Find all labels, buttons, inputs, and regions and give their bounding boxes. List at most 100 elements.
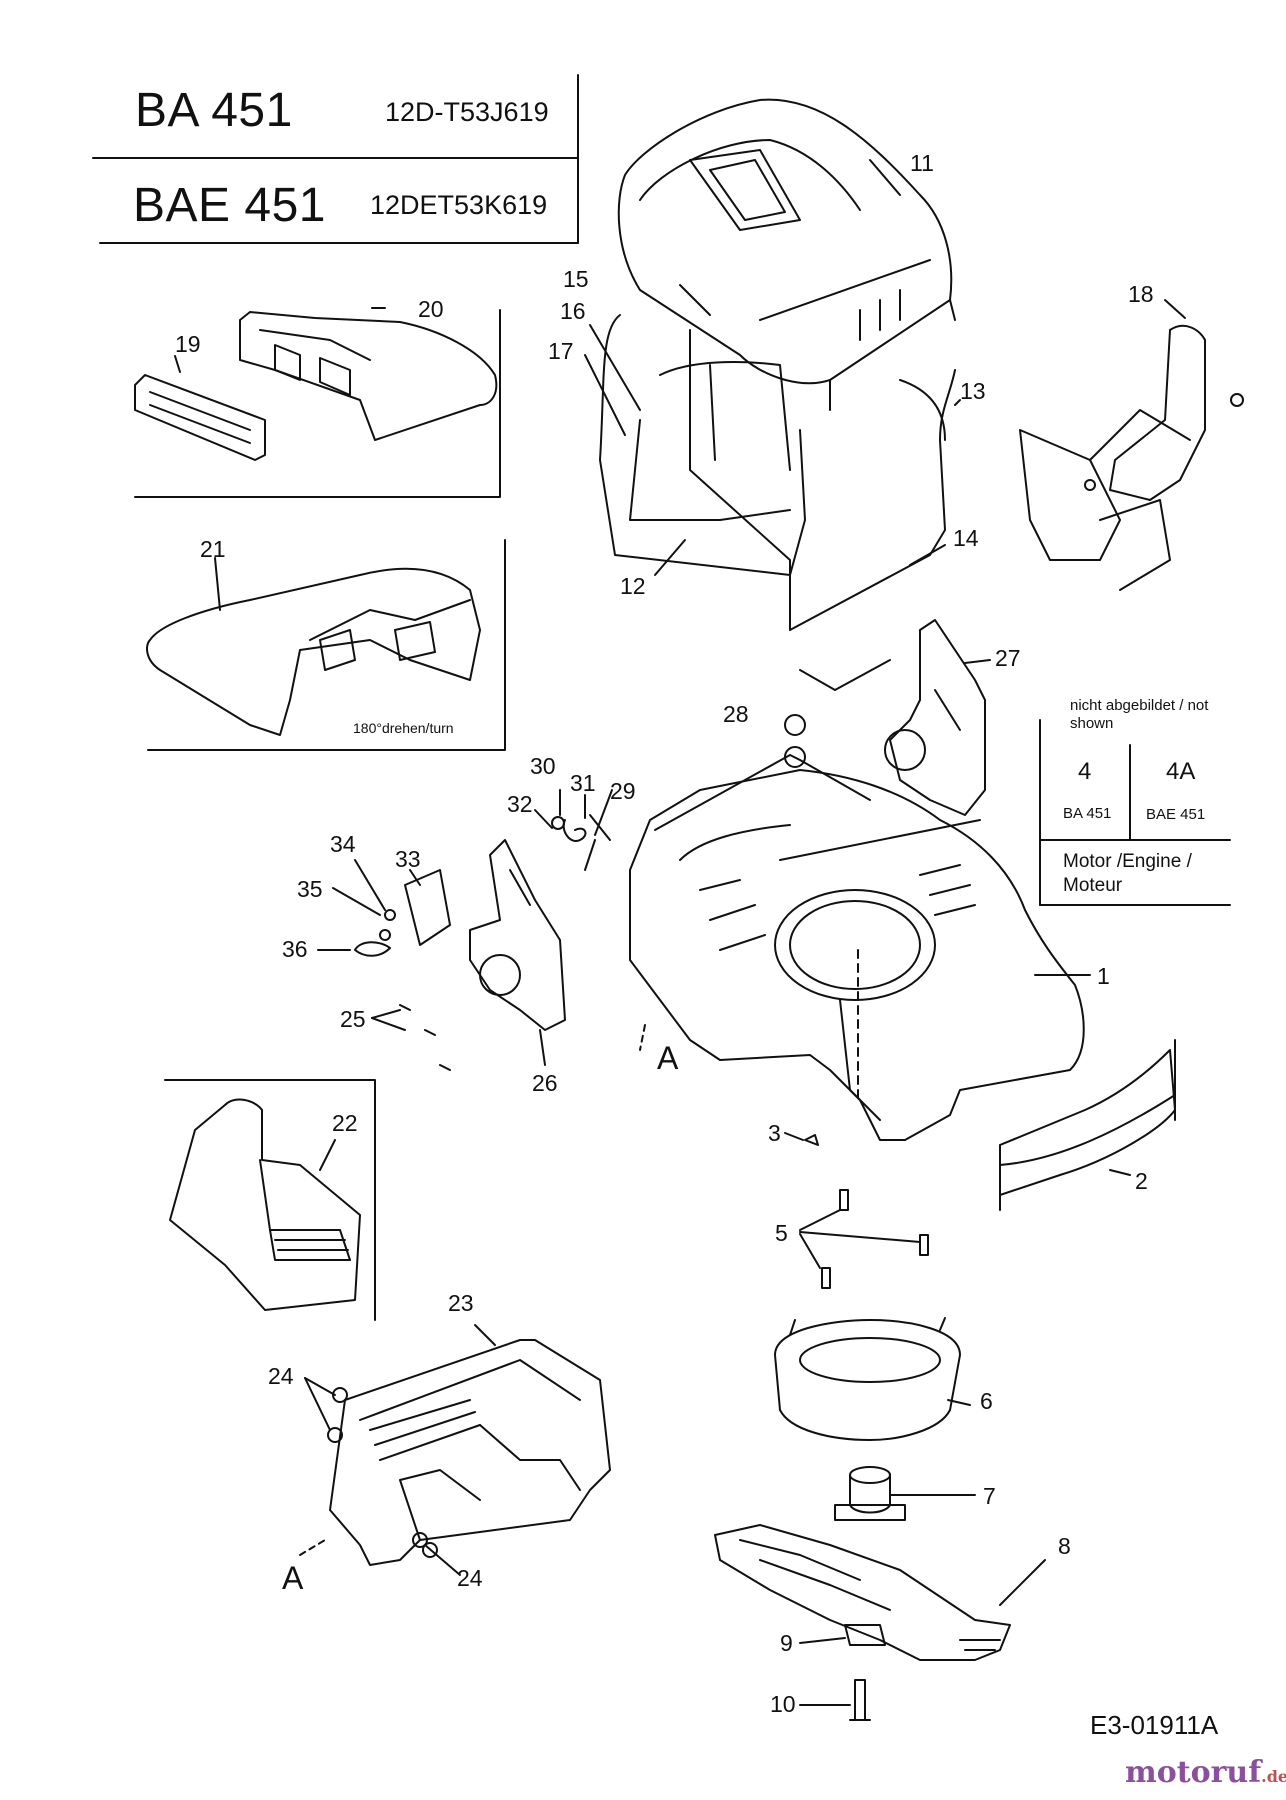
model-name-1: BA 451 [135,84,293,137]
leader-35 [332,887,381,916]
note-part-4: 4 [1078,758,1092,785]
leader-24c [424,1544,461,1576]
part-label-5: 5 [775,1220,788,1246]
fasteners-24 [327,1387,438,1558]
part-label-11: 11 [910,150,934,176]
leader-16 [589,324,641,411]
part-label-18: 18 [1128,281,1154,307]
part-label-9: 9 [780,1630,793,1656]
leader-23 [474,1324,496,1346]
part-label-27: 27 [995,645,1021,671]
part-label-29: 29 [610,778,636,804]
leader-33 [409,869,421,886]
part-label-26: 26 [532,1070,558,1096]
leader-34 [354,859,386,911]
part-label-15: 15 [563,266,589,292]
part-label-22: 22 [332,1110,358,1136]
screw-3 [804,1134,819,1146]
leader-22 [319,1139,336,1171]
deck-1 [629,769,1085,1141]
blade-8 [714,1524,1011,1661]
leader-15 [679,284,711,316]
chute-22 [169,1098,361,1311]
section-marker-a-1: A [657,1040,679,1076]
part-label-21: 21 [200,536,226,562]
leader-8 [999,1559,1046,1606]
leader-19 [174,355,181,373]
leader-21 [214,557,221,611]
part-label-24a: 24 [268,1363,294,1389]
part-label-3: 3 [768,1120,781,1146]
part-label-24b: 24 [457,1565,483,1591]
part-label-30: 30 [530,753,556,779]
leader-29 [594,789,613,836]
mulch-plug-19 [134,374,266,461]
leader-18 [1164,299,1186,319]
title-table-frame [92,74,579,244]
mulch-insert-21 [146,567,481,736]
leader-5c [799,1233,821,1269]
part-label-16: 16 [560,298,586,324]
rotate-note: 180°drehen/turn [353,720,454,736]
leader-14 [909,544,946,566]
note-box-lines [1039,719,1231,906]
rear-rod-28 [654,714,871,831]
model-code-1: 12D-T53J619 [385,97,549,127]
part-label-12: 12 [620,573,646,599]
leader-24b [304,1377,331,1431]
part-label-19: 19 [175,331,201,357]
leader-24a [304,1377,336,1396]
leader-28b [799,669,836,691]
note-part-4a: 4A [1166,758,1196,785]
part-label-13: 13 [960,378,986,404]
leader-5b [799,1231,921,1243]
catcher-top-11 [617,98,956,411]
not-shown-header: nicht abgebildet / not shown [1070,697,1209,732]
rear-guard-2 [999,1039,1176,1211]
leader-3 [784,1132,804,1141]
hinge-bracket-27 [884,619,986,816]
part-label-31: 31 [570,770,596,796]
part-label-34: 34 [330,831,356,857]
leader-5a [799,1209,841,1231]
part-label-14: 14 [953,525,979,551]
part-label-7: 7 [983,1483,996,1509]
part-label-8: 8 [1058,1533,1071,1559]
hardware-29-36 [354,814,611,1071]
leader-A2 [299,1539,326,1556]
part-label-6: 6 [980,1388,993,1414]
rear-baffle-23 [329,1339,611,1566]
leader-A1 [639,1024,646,1051]
leader-27 [964,659,991,664]
leader-11 [869,159,901,196]
motor-engine-note: Motor /Engine / Moteur [1063,851,1192,896]
leader-12 [654,539,686,576]
catcher-bag-12 [599,314,806,576]
note-model-ba451: BA 451 [1063,805,1112,822]
blade-adapter-7 [834,1466,906,1521]
part-label-2: 2 [1135,1168,1148,1194]
leader-25b [371,1017,406,1031]
section-marker-a-2: A [282,1560,304,1596]
frame-lines [134,309,506,1321]
note-model-bae451: BAE 451 [1146,806,1206,823]
bolts-5 [821,1189,929,1289]
part-label-32: 32 [507,791,533,817]
leader-28a [834,659,891,691]
part-label-1: 1 [1097,963,1110,989]
part-label-36: 36 [282,936,308,962]
part-label-33: 33 [395,846,421,872]
drawing-id: E3-01911A [1090,1710,1219,1740]
part-label-25: 25 [340,1006,366,1032]
model-name-2: BAE 451 [133,179,326,232]
mulch-insert-20 [239,311,498,441]
model-code-2: 12DET53K619 [370,190,548,220]
leader-26 [539,1029,546,1066]
part-label-20: 20 [418,296,444,322]
part-label-10: 10 [770,1691,796,1717]
leader-2 [1109,1169,1131,1176]
hinge-bracket-26 [469,839,566,1031]
part-label-23: 23 [448,1290,474,1316]
part-label-35: 35 [297,876,323,902]
adapter-ring-6 [774,1317,961,1441]
